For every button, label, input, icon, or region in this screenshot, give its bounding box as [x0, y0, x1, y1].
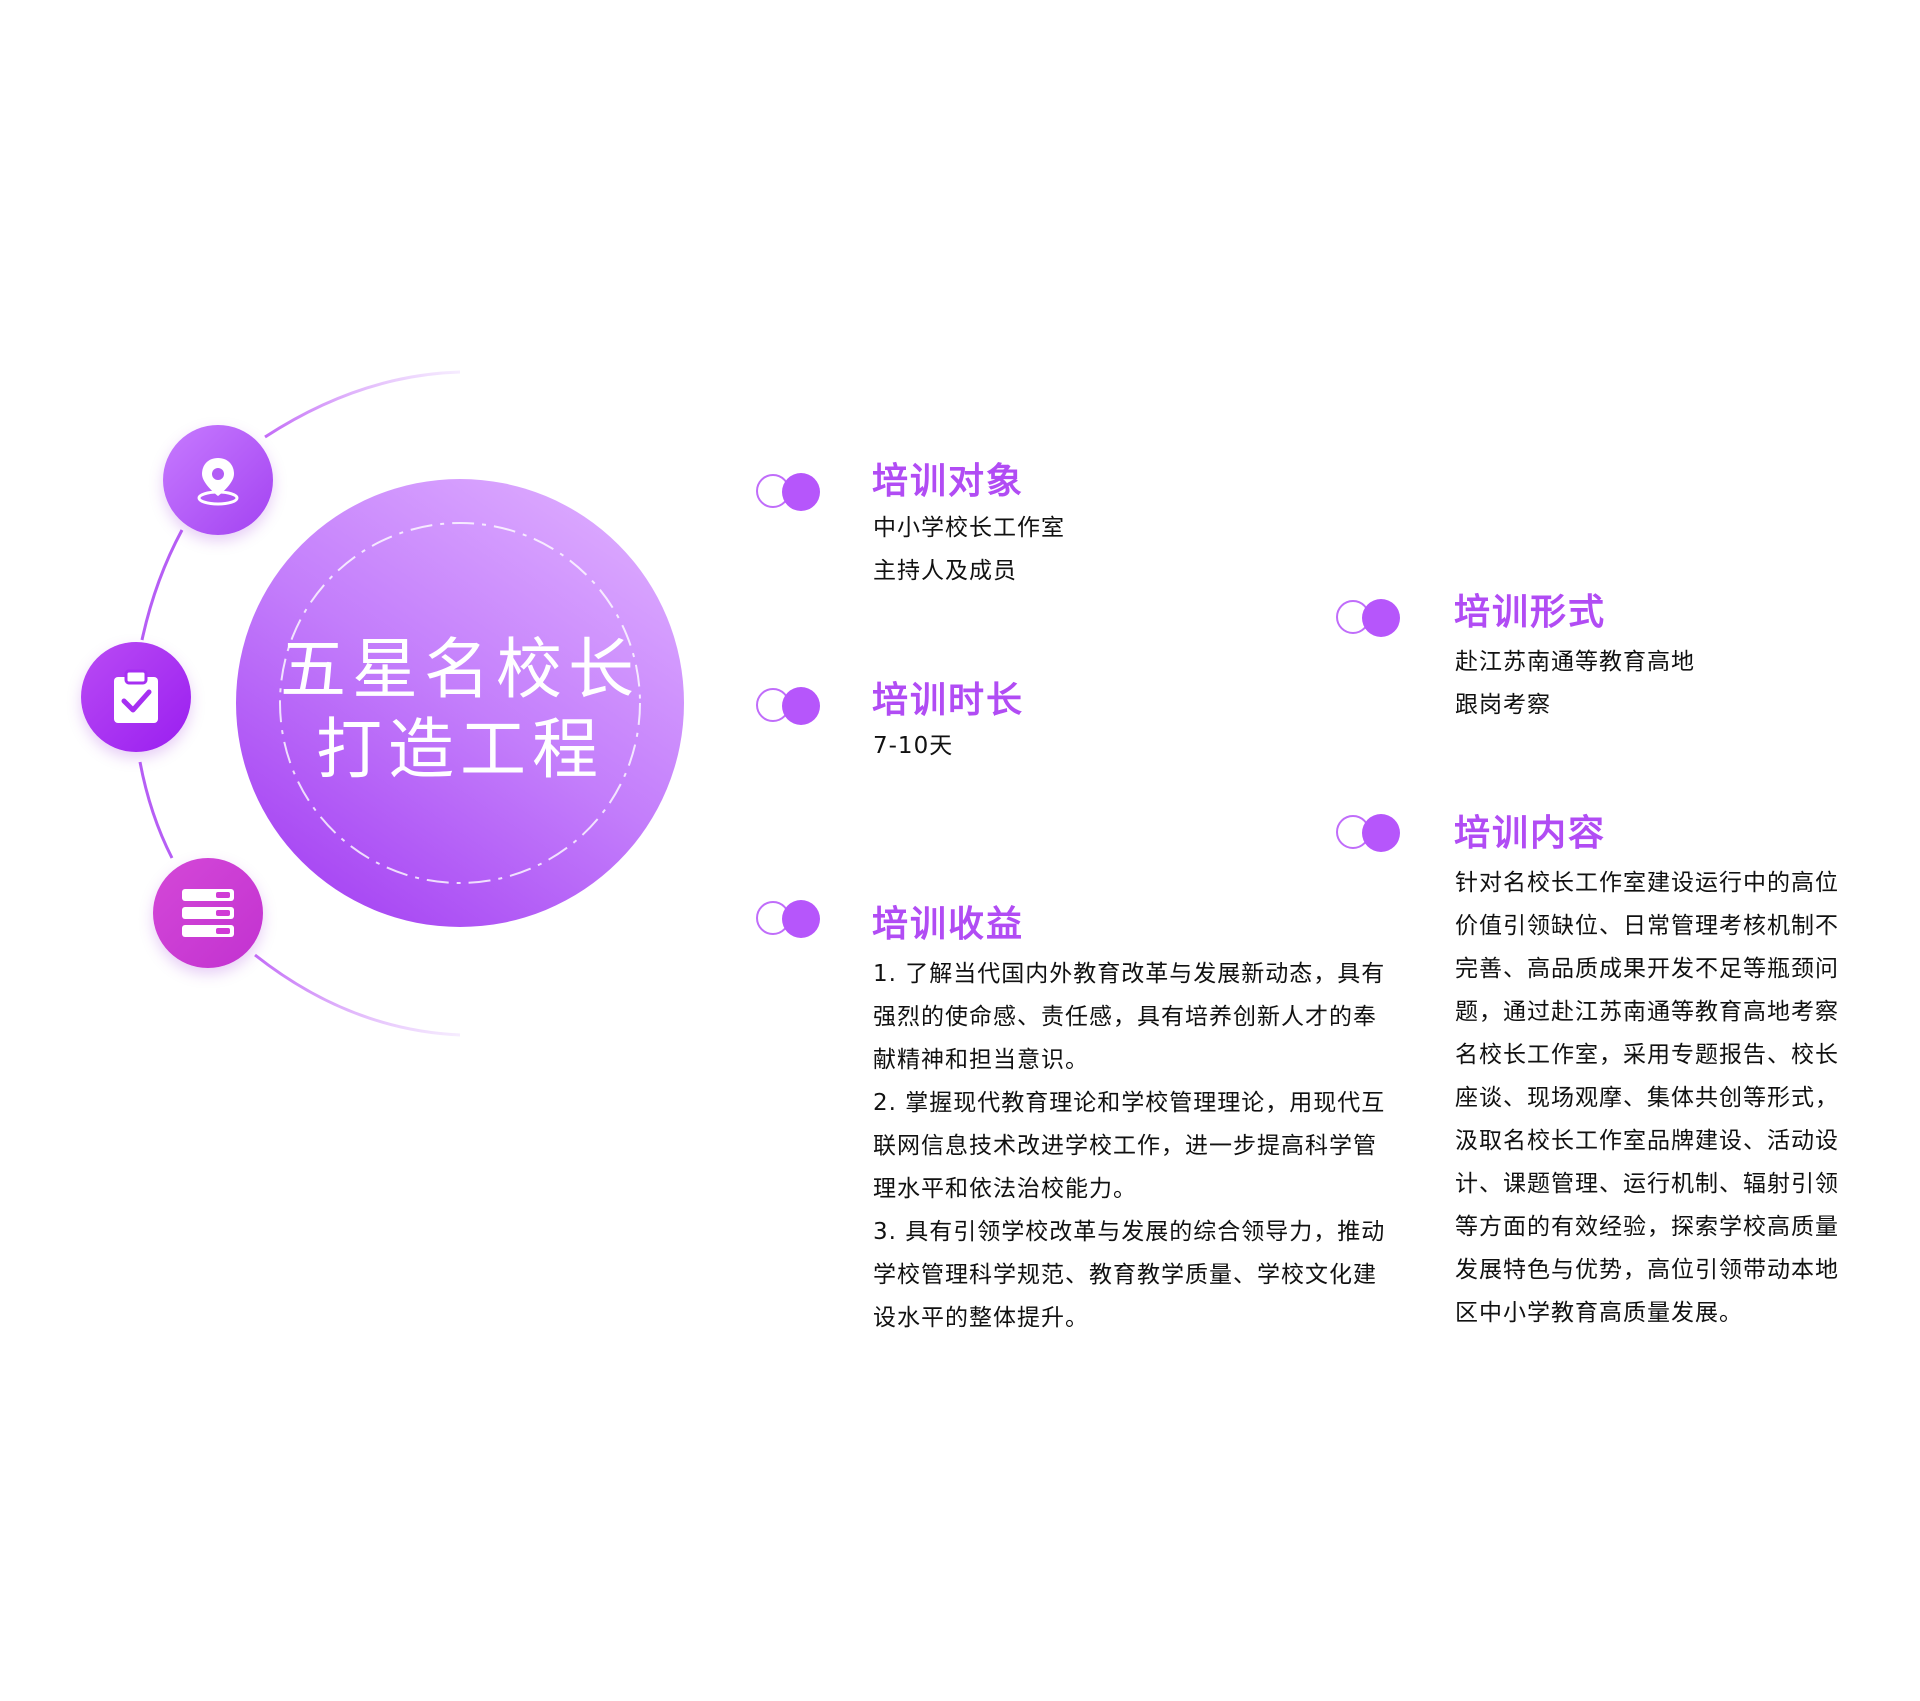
section-body: 7-10天 [873, 725, 1273, 768]
text-line: 座谈、现场观摩、集体共创等形式， [1455, 1085, 1839, 1111]
location-pin-icon [188, 450, 248, 510]
text-line: 价值引领缺位、日常管理考核机制不 [1455, 913, 1839, 939]
section-title: 培训时长 [872, 680, 1025, 721]
text-line: 联网信息技术改进学校工作，进一步提高科学管 [873, 1133, 1377, 1159]
server-badge [153, 858, 263, 968]
toggle-bullet-icon [756, 473, 822, 513]
text-line: 设水平的整体提升。 [873, 1305, 1089, 1331]
toggle-bullet-icon [756, 687, 822, 727]
text-line: 赴江苏南通等教育高地 [1455, 649, 1695, 675]
text-line: 计、课题管理、运行机制、辐射引领 [1455, 1171, 1839, 1197]
text-line: 理水平和依法治校能力。 [873, 1176, 1137, 1202]
text-line: 完善、高品质成果开发不足等瓶颈问 [1455, 956, 1839, 982]
section-body: 中小学校长工作室 主持人及成员 [873, 507, 1273, 593]
text-line: 3. 具有引领学校改革与发展的综合领导力，推动 [873, 1219, 1386, 1245]
outer-arc-lower-left [138, 761, 174, 859]
text-line: 等方面的有效经验，探索学校高质量 [1455, 1214, 1839, 1240]
clipboard-badge [81, 642, 191, 752]
outer-arc-upper-left [140, 529, 184, 641]
text-line: 1. 了解当代国内外教育改革与发展新动态，具有 [873, 961, 1386, 987]
text-line: 主持人及成员 [873, 558, 1017, 584]
section-title: 培训收益 [872, 904, 1025, 945]
toggle-bullet-icon [1336, 814, 1402, 854]
section-body: 针对名校长工作室建设运行中的高位 价值引领缺位、日常管理考核机制不 完善、高品质… [1455, 862, 1875, 1335]
hero-title: 五星名校长 打造工程 [260, 630, 660, 790]
text-line: 发展特色与优势，高位引领带动本地 [1455, 1257, 1839, 1283]
text-line: 7-10天 [873, 733, 954, 759]
outer-arc-top [264, 370, 461, 439]
text-line: 区中小学教育高质量发展。 [1455, 1300, 1743, 1326]
text-line: 学校管理科学规范、教育教学质量、学校文化建 [873, 1262, 1377, 1288]
hero-title-line1: 五星名校长 [280, 631, 640, 708]
section-title: 培训形式 [1454, 592, 1607, 633]
text-line: 跟岗考察 [1455, 692, 1551, 718]
text-line: 题，通过赴江苏南通等教育高地考察 [1455, 999, 1839, 1025]
server-list-icon [178, 885, 238, 941]
hero-title-line2: 打造工程 [316, 711, 604, 788]
text-line: 献精神和担当意识。 [873, 1047, 1089, 1073]
toggle-bullet-icon [756, 900, 822, 940]
section-body: 赴江苏南通等教育高地 跟岗考察 [1455, 641, 1875, 727]
text-line: 2. 掌握现代教育理论和学校管理理论，用现代互 [873, 1090, 1386, 1116]
text-line: 强烈的使命感、责任感，具有培养创新人才的奉 [873, 1004, 1377, 1030]
text-line: 中小学校长工作室 [873, 515, 1065, 541]
section-body: 1. 了解当代国内外教育改革与发展新动态，具有 强烈的使命感、责任感，具有培养创… [873, 953, 1393, 1340]
clipboard-check-icon [108, 667, 164, 727]
text-line: 名校长工作室，采用专题报告、校长 [1455, 1042, 1839, 1068]
text-line: 针对名校长工作室建设运行中的高位 [1455, 870, 1839, 896]
outer-arc-bottom [254, 953, 461, 1037]
section-title: 培训对象 [872, 461, 1025, 502]
text-line: 汲取名校长工作室品牌建设、活动设 [1455, 1128, 1839, 1154]
toggle-bullet-icon [1336, 599, 1402, 639]
section-title: 培训内容 [1454, 813, 1607, 854]
location-badge [163, 425, 273, 535]
